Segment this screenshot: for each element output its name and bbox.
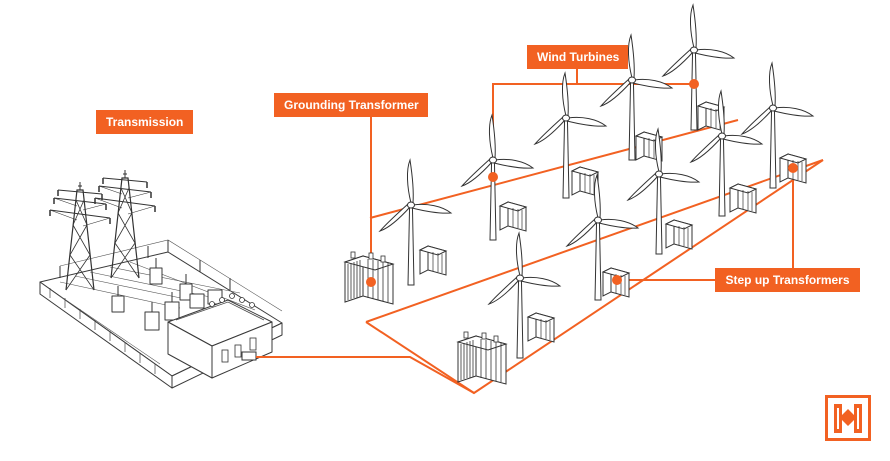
wind-turbines-label: Wind Turbines [527, 45, 628, 69]
grounding-transformer-label: Grounding Transformer [274, 93, 428, 117]
grounding-transformer-marker [366, 277, 376, 287]
substation [39, 169, 283, 389]
wind-turbine-marker-2 [689, 79, 699, 89]
collector-lines [256, 119, 824, 395]
wind-turbine-marker-1 [488, 172, 498, 182]
step-up-marker-1 [788, 163, 798, 173]
grounding-transformer-group [344, 159, 452, 305]
step-up-marker-2 [612, 275, 622, 285]
company-logo-icon [825, 395, 871, 441]
transmission-label: Transmission [96, 110, 193, 134]
marker-dots [366, 79, 798, 287]
turbines-front-row [488, 62, 814, 359]
step-up-transformers-label: Step up Transformers [715, 268, 860, 292]
front-transformer [457, 331, 507, 385]
